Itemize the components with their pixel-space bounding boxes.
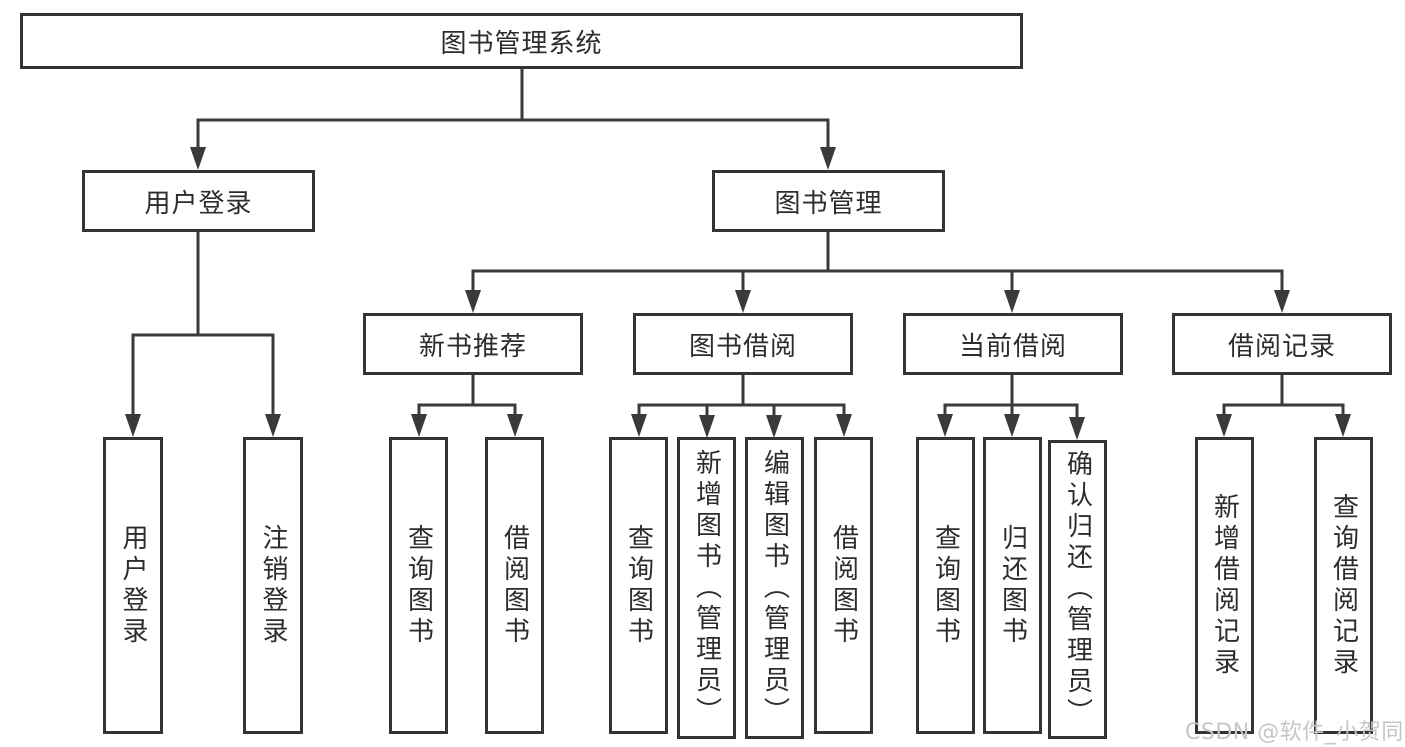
leaf-logout: 注销登录 bbox=[243, 437, 303, 734]
csdn-watermark: CSDN @软件_小贺同学 bbox=[1185, 720, 1405, 745]
node-book-borrow: 图书借阅 bbox=[633, 313, 853, 375]
leaf-label: 借阅图书 bbox=[828, 523, 859, 648]
leaf-add-book-admin: 新增图书（管理员） bbox=[677, 437, 736, 739]
leaf-confirm-return-admin: 确认归还（管理员） bbox=[1048, 440, 1107, 739]
leaf-query-books: 查询图书 bbox=[609, 437, 668, 734]
leaf-label: 查询图书 bbox=[930, 523, 961, 648]
node-label: 图书借阅 bbox=[688, 331, 797, 362]
leaf-query-books: 查询图书 bbox=[916, 437, 975, 734]
node-book-management: 图书管理 bbox=[712, 170, 945, 232]
leaf-label: 确认归还（管理员） bbox=[1062, 450, 1093, 729]
leaf-query-borrow-record: 查询借阅记录 bbox=[1314, 437, 1373, 734]
node-label: 图书管理 bbox=[774, 188, 883, 219]
leaf-label: 归还图书 bbox=[997, 523, 1028, 648]
leaf-label: 查询图书 bbox=[623, 523, 654, 648]
leaf-return-book: 归还图书 bbox=[983, 437, 1042, 734]
node-label: 借阅记录 bbox=[1227, 331, 1336, 362]
leaf-label: 借阅图书 bbox=[499, 523, 530, 648]
node-user-login: 用户登录 bbox=[82, 170, 315, 232]
leaf-borrow-books: 借阅图书 bbox=[814, 437, 873, 734]
leaf-user-login: 用户登录 bbox=[103, 437, 163, 734]
node-current-borrow: 当前借阅 bbox=[903, 313, 1123, 375]
leaf-query-books: 查询图书 bbox=[389, 437, 448, 734]
node-label: 用户登录 bbox=[144, 188, 253, 219]
leaf-label: 编辑图书（管理员） bbox=[759, 448, 790, 728]
leaf-label: 新增借阅记录 bbox=[1209, 492, 1240, 679]
node-library-management-system: 图书管理系统 bbox=[20, 13, 1023, 69]
leaf-add-borrow-record: 新增借阅记录 bbox=[1195, 437, 1254, 734]
node-new-book-recommend: 新书推荐 bbox=[363, 313, 583, 375]
leaf-label: 注销登录 bbox=[258, 523, 288, 648]
leaf-borrow-books: 借阅图书 bbox=[485, 437, 544, 734]
leaf-label: 查询图书 bbox=[403, 523, 434, 648]
leaf-label: 查询借阅记录 bbox=[1328, 492, 1359, 679]
node-label: 当前借阅 bbox=[958, 331, 1067, 362]
node-label: 图书管理系统 bbox=[440, 28, 603, 59]
leaf-edit-book-admin: 编辑图书（管理员） bbox=[745, 437, 804, 739]
leaf-label: 新增图书（管理员） bbox=[691, 448, 722, 728]
node-borrow-records: 借阅记录 bbox=[1172, 313, 1392, 375]
node-label: 新书推荐 bbox=[418, 331, 527, 362]
arrowhead-icons bbox=[125, 147, 1351, 440]
leaf-label: 用户登录 bbox=[118, 523, 148, 648]
